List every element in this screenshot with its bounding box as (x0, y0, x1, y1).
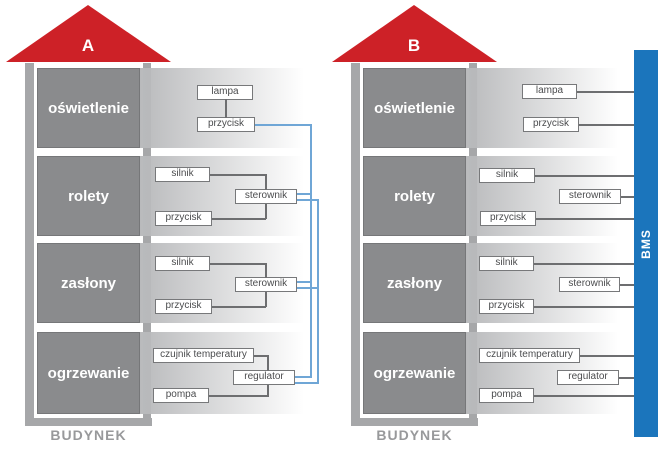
blue-bus-line (255, 124, 312, 126)
connector-line (225, 99, 227, 118)
connector-line (212, 218, 266, 220)
section-box-ogrzewanie-b: ogrzewanie (363, 332, 466, 414)
blue-bus-line (297, 199, 319, 201)
component-box-silnik2-b: silnik (479, 256, 534, 271)
section-box-rolety-b: rolety (363, 156, 466, 236)
connector-line (254, 355, 269, 357)
bms-link-line (579, 124, 636, 126)
component-box-pompa-b: pompa (479, 388, 534, 403)
section-box-oswietlenie-b: oświetlenie (363, 68, 466, 148)
budynek-label-b: BUDYNEK (376, 427, 453, 443)
blue-bus-line (310, 124, 312, 378)
bms-link-line (619, 377, 636, 379)
component-box-przycisk3-b: przycisk (479, 299, 534, 314)
connector-line (210, 174, 266, 176)
bms-link-line (580, 355, 636, 357)
connector-line (267, 355, 269, 371)
bms-link-line (534, 263, 636, 265)
roof-b (332, 5, 497, 62)
section-box-rolety-a: rolety (37, 156, 140, 236)
budynek-label-a: BUDYNEK (50, 427, 127, 443)
connector-line (267, 385, 269, 396)
component-box-przycisk3-a: przycisk (155, 299, 212, 314)
bms-label: BMS (639, 228, 654, 259)
component-box-przycisk2-b: przycisk (480, 211, 536, 226)
blue-bus-line (297, 281, 312, 283)
roof-a (6, 5, 171, 62)
component-box-sterownik-b: sterownik (559, 189, 621, 204)
wall-bottom-b (351, 418, 478, 426)
section-box-ogrzewanie-a: ogrzewanie (37, 332, 140, 414)
component-box-przycisk-b: przycisk (523, 117, 579, 132)
bms-bar: BMS (634, 50, 658, 437)
wall-right-b (469, 63, 477, 418)
bms-link-line (536, 218, 636, 220)
component-box-silnik2-a: silnik (155, 256, 210, 271)
connector-line (265, 263, 267, 278)
component-box-regulator-b: regulator (557, 370, 619, 385)
component-box-przycisk2-a: przycisk (155, 211, 212, 226)
bms-link-line (534, 395, 636, 397)
bms-link-line (534, 306, 636, 308)
component-box-czujnik-b: czujnik temperatury (479, 348, 580, 363)
connector-line (265, 204, 267, 219)
blue-bus-line (297, 193, 312, 195)
bms-link-line (577, 91, 636, 93)
connector-line (210, 263, 266, 265)
panel-oswietlenie-b (466, 68, 656, 148)
blue-bus-line (317, 199, 319, 384)
section-box-oswietlenie-a: oświetlenie (37, 68, 140, 148)
component-box-silnik-a: silnik (155, 167, 210, 182)
component-box-pompa-a: pompa (153, 388, 209, 403)
section-box-zaslony-b: zasłony (363, 243, 466, 323)
component-box-lampa-b: lampa (522, 84, 577, 99)
building-a-letter: A (81, 36, 95, 55)
component-box-czujnik-a: czujnik temperatury (153, 348, 254, 363)
wall-left-b (351, 63, 360, 426)
component-box-silnik-b: silnik (479, 168, 535, 183)
bms-link-line (621, 196, 636, 198)
connector-line (265, 292, 267, 307)
wall-right-a (143, 63, 151, 418)
blue-bus-line (295, 376, 312, 378)
blue-bus-line (295, 382, 319, 384)
section-box-zaslony-a: zasłony (37, 243, 140, 323)
bms-label-wrap: BMS (634, 50, 658, 437)
wall-left-a (25, 63, 34, 426)
bms-link-line (620, 284, 636, 286)
connector-line (212, 306, 266, 308)
component-box-regulator-a: regulator (233, 370, 295, 385)
blue-bus-line (297, 287, 319, 289)
connector-line (209, 395, 269, 397)
bms-link-line (535, 175, 636, 177)
component-box-sterownik2-b: sterownik (559, 277, 620, 292)
connector-line (265, 174, 267, 190)
wall-bottom-a (25, 418, 152, 426)
building-b-letter: B (407, 36, 421, 55)
